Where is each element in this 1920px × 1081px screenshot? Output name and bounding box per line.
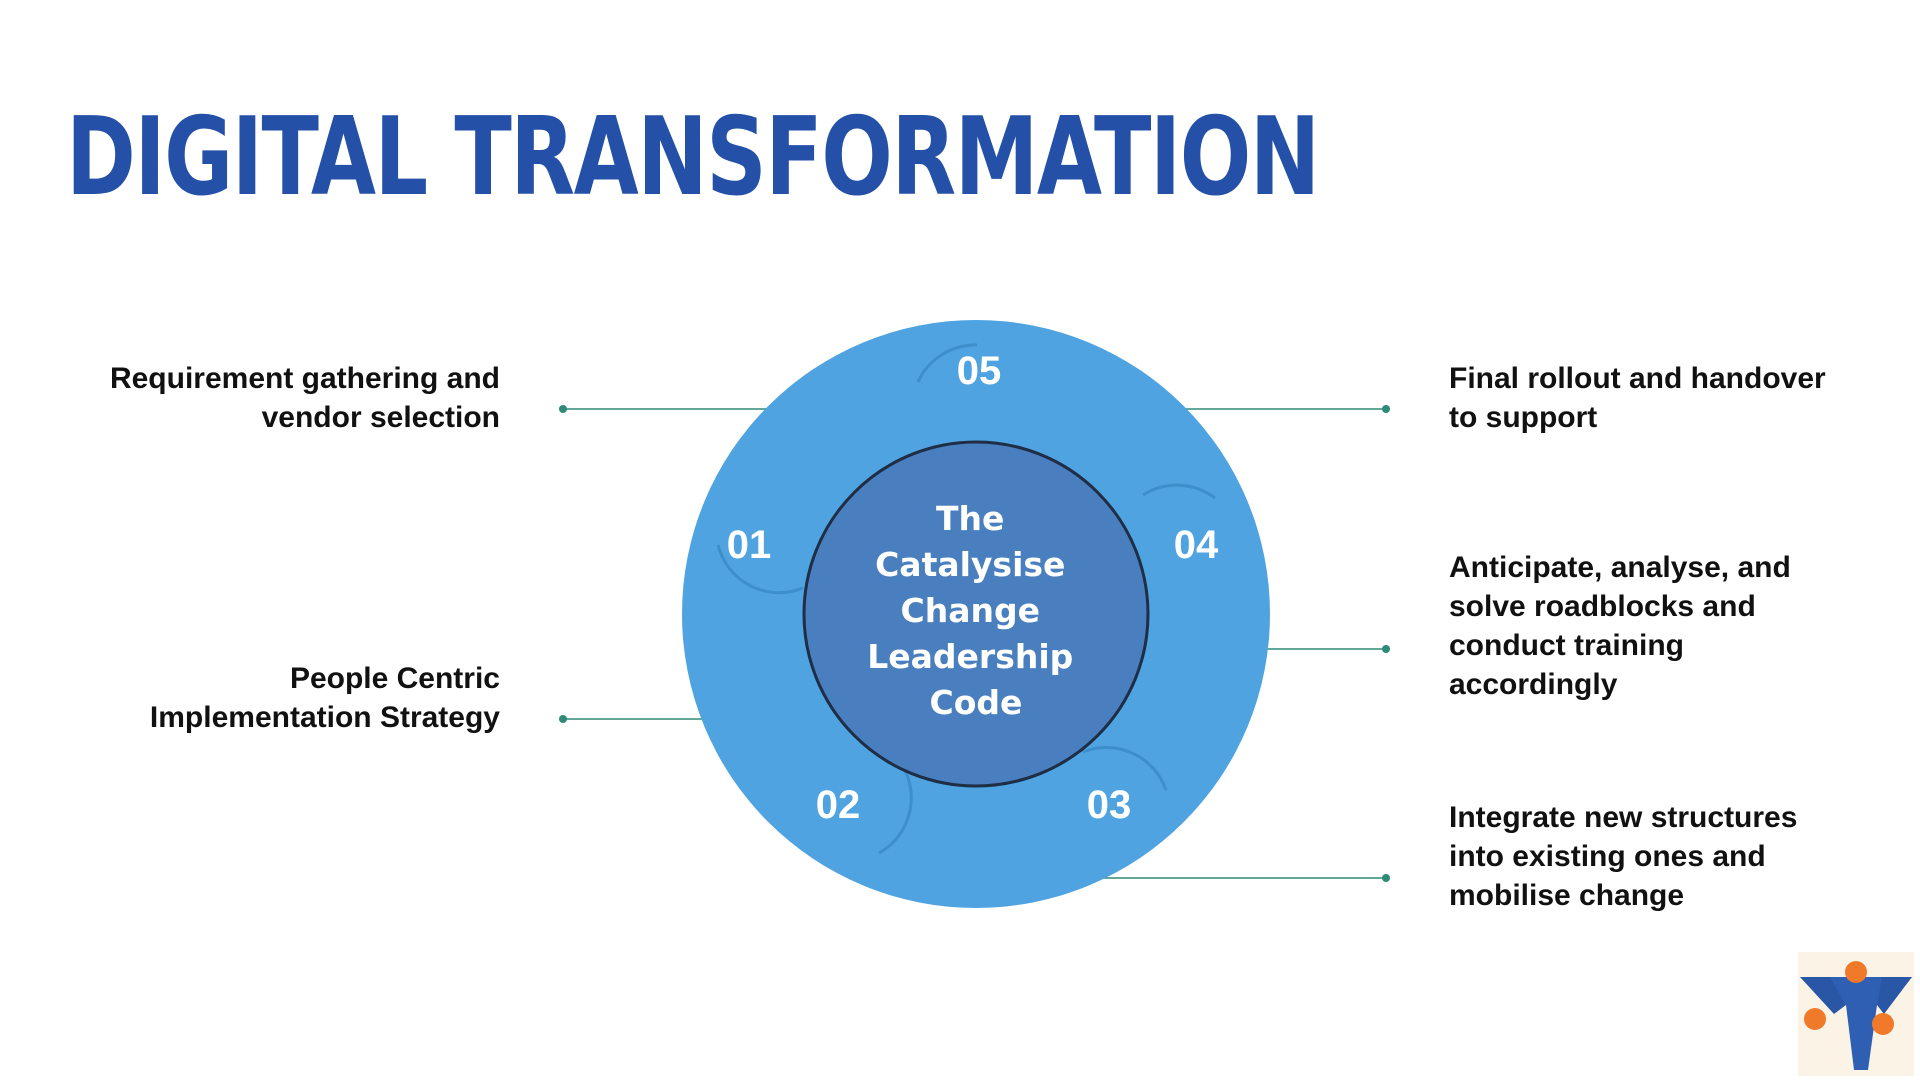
step-number: 04 bbox=[1174, 523, 1219, 567]
center-label-line: The bbox=[936, 499, 1004, 538]
connector-dot-01 bbox=[559, 405, 567, 413]
step-label-line: Implementation Strategy bbox=[149, 701, 500, 734]
company-logo-icon bbox=[1798, 952, 1914, 1076]
step-label-line: mobilise change bbox=[1449, 879, 1685, 912]
step-badge-04: 04 bbox=[1142, 483, 1219, 567]
connector-dot-05 bbox=[1382, 405, 1390, 413]
logo-graphic bbox=[1800, 961, 1912, 1070]
connector-dot-03 bbox=[1382, 874, 1390, 882]
page-title: DIGITAL TRANSFORMATION bbox=[66, 95, 1320, 220]
step-number: 01 bbox=[727, 523, 772, 567]
center-label-line: Change bbox=[901, 591, 1040, 630]
center-circle bbox=[802, 440, 1150, 788]
step-badge-02: 02 bbox=[816, 761, 913, 855]
step-label-03: Integrate new structures into existing o… bbox=[1449, 798, 1797, 915]
step-label-line: Anticipate, analyse, and bbox=[1449, 551, 1791, 584]
center-label: The Catalysise Change Leadership Code bbox=[867, 499, 1085, 722]
connector-lines bbox=[559, 405, 1390, 882]
connector-dot-02 bbox=[559, 715, 567, 723]
step-label-01: Requirement gathering and vendor selecti… bbox=[110, 359, 500, 437]
step-label-line: Requirement gathering and bbox=[109, 362, 500, 395]
step-label-line: to support bbox=[1449, 401, 1598, 434]
step-label-line: People Centric bbox=[289, 662, 500, 695]
step-label-02: People Centric Implementation Strategy bbox=[150, 659, 500, 737]
step-label-line: conduct training bbox=[1449, 629, 1684, 662]
step-label-line: accordingly bbox=[1449, 668, 1618, 701]
step-number: 03 bbox=[1087, 783, 1132, 827]
center-label-line: Leadership bbox=[867, 637, 1073, 676]
step-number: 05 bbox=[957, 349, 1002, 393]
step-badge-03: 03 bbox=[1082, 746, 1168, 827]
step-label-05: Final rollout and handover to support bbox=[1449, 359, 1826, 437]
connector-dot-04 bbox=[1382, 645, 1390, 653]
step-label-line: Integrate new structures bbox=[1449, 801, 1798, 834]
step-label-line: Final rollout and handover bbox=[1449, 362, 1826, 395]
step-badge-01: 01 bbox=[716, 523, 804, 595]
step-label-line: vendor selection bbox=[261, 401, 500, 434]
step-label-04: Anticipate, analyse, and solve roadblock… bbox=[1449, 548, 1791, 704]
step-label-line: solve roadblocks and bbox=[1449, 590, 1756, 623]
step-label-line: into existing ones and bbox=[1449, 840, 1766, 873]
center-label-line: Code bbox=[930, 683, 1023, 722]
step-badge-05: 05 bbox=[916, 343, 1002, 393]
center-label-line: Catalysise bbox=[875, 545, 1065, 584]
step-number: 02 bbox=[816, 783, 861, 827]
